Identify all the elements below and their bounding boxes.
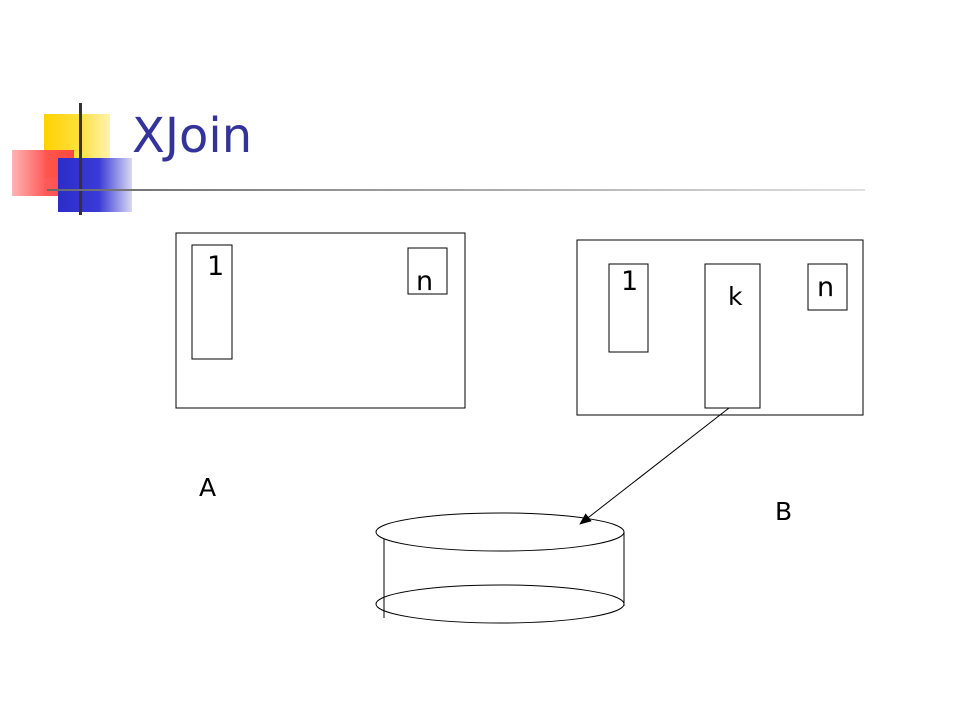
disk-top-ellipse <box>375 512 625 552</box>
relation-a-label: A <box>199 473 216 502</box>
disk-storage <box>375 512 625 624</box>
relation-b-partition-n-label: n <box>817 272 834 303</box>
relation-b-partition-1 <box>608 263 649 353</box>
disk-bottom-ellipse <box>375 584 625 624</box>
decor-blue-square <box>58 158 132 212</box>
relation-b: 1 k n B <box>576 239 864 526</box>
relation-a: 1 n A <box>175 232 466 502</box>
relation-b-box <box>576 239 864 416</box>
relation-a-box <box>175 232 466 409</box>
relation-a-partition-1 <box>191 244 233 360</box>
flush-arrow <box>579 407 730 525</box>
title-underline <box>47 189 865 191</box>
relation-a-partition-n-label: n <box>416 266 433 297</box>
relation-b-partition-k <box>704 263 761 409</box>
relation-b-label: B <box>775 497 792 526</box>
relation-b-partition-k-label: k <box>728 282 743 311</box>
slide-title: XJoin <box>132 108 253 164</box>
relation-b-partition-n <box>807 263 848 311</box>
decor-vertical-line <box>79 103 82 215</box>
relation-b-partition-1-label: 1 <box>621 266 638 297</box>
relation-a-partition-1-label: 1 <box>207 251 224 282</box>
relation-a-partition-n <box>407 247 448 295</box>
